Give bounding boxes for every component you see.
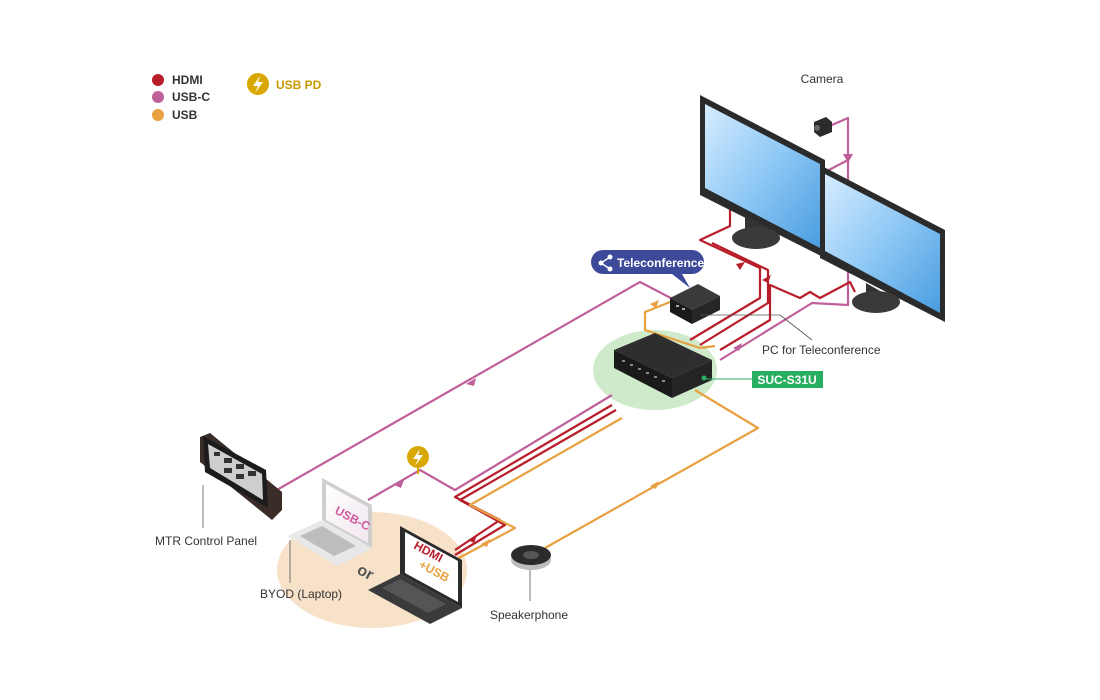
legend-dot-hdmi	[152, 74, 164, 86]
legend-label-usb: USB	[172, 108, 198, 122]
cable-arrows	[394, 154, 853, 547]
teleconference-label: Teleconference	[617, 256, 704, 270]
legend: HDMI USB-C USB USB PD	[152, 73, 322, 122]
hdmi-cable-monitor-left-2	[699, 242, 770, 346]
speakerphone-label: Speakerphone	[490, 608, 568, 622]
pc-label: PC for Teleconference	[762, 343, 881, 357]
usb-cable-speaker	[544, 389, 760, 549]
laptop-hdmi-usb	[368, 526, 462, 624]
arrow-usbc-mtr	[466, 378, 476, 386]
usbc-cable-camera	[824, 116, 850, 173]
arrow-hdmi-3	[762, 275, 771, 283]
lightning-icon	[247, 73, 269, 95]
legend-label-hdmi: HDMI	[172, 73, 203, 87]
pc-device	[670, 284, 720, 324]
or-label: or	[354, 562, 376, 585]
arrow-hdmi-1	[468, 535, 477, 543]
byod-label: BYOD (Laptop)	[260, 587, 342, 601]
teleconference-callout: Teleconference	[591, 250, 704, 288]
monitor-right	[820, 165, 945, 322]
legend-label-usbc: USB-C	[172, 90, 210, 104]
mtr-control-panel	[200, 433, 282, 520]
cables	[267, 116, 856, 561]
camera-device	[814, 117, 832, 137]
usb-cable-pc	[643, 298, 716, 350]
usb-pd-marker	[407, 446, 429, 474]
arrow-usb-laptop	[481, 539, 490, 547]
legend-dot-usbc	[152, 91, 164, 103]
speakerphone-device	[511, 545, 551, 570]
share-icon	[598, 254, 613, 272]
arrow-usbc-camera	[843, 154, 853, 163]
legend-label-usb-pd: USB PD	[276, 78, 322, 92]
product-label: SUC-S31U	[757, 373, 816, 387]
arrow-usb-pc	[650, 300, 659, 308]
hdmi-cable-monitor-left	[689, 200, 762, 341]
pc-leader-line-2	[779, 314, 813, 341]
camera-label: Camera	[801, 72, 844, 86]
monitor-left	[700, 95, 825, 258]
arrow-usb-speaker	[650, 481, 659, 489]
product-badge	[752, 371, 823, 388]
hdmi-cable-monitor-right	[719, 280, 856, 351]
laptop-usbc	[287, 478, 372, 566]
arrow-hdmi-2	[736, 262, 745, 270]
usbc-cable-laptop	[367, 394, 613, 501]
mtr-label: MTR Control Panel	[155, 534, 257, 548]
legend-dot-usb	[152, 109, 164, 121]
arrow-usbc-switch	[733, 343, 742, 351]
arrow-usbc-laptop	[394, 480, 404, 488]
suc-s31u-device	[614, 333, 712, 398]
